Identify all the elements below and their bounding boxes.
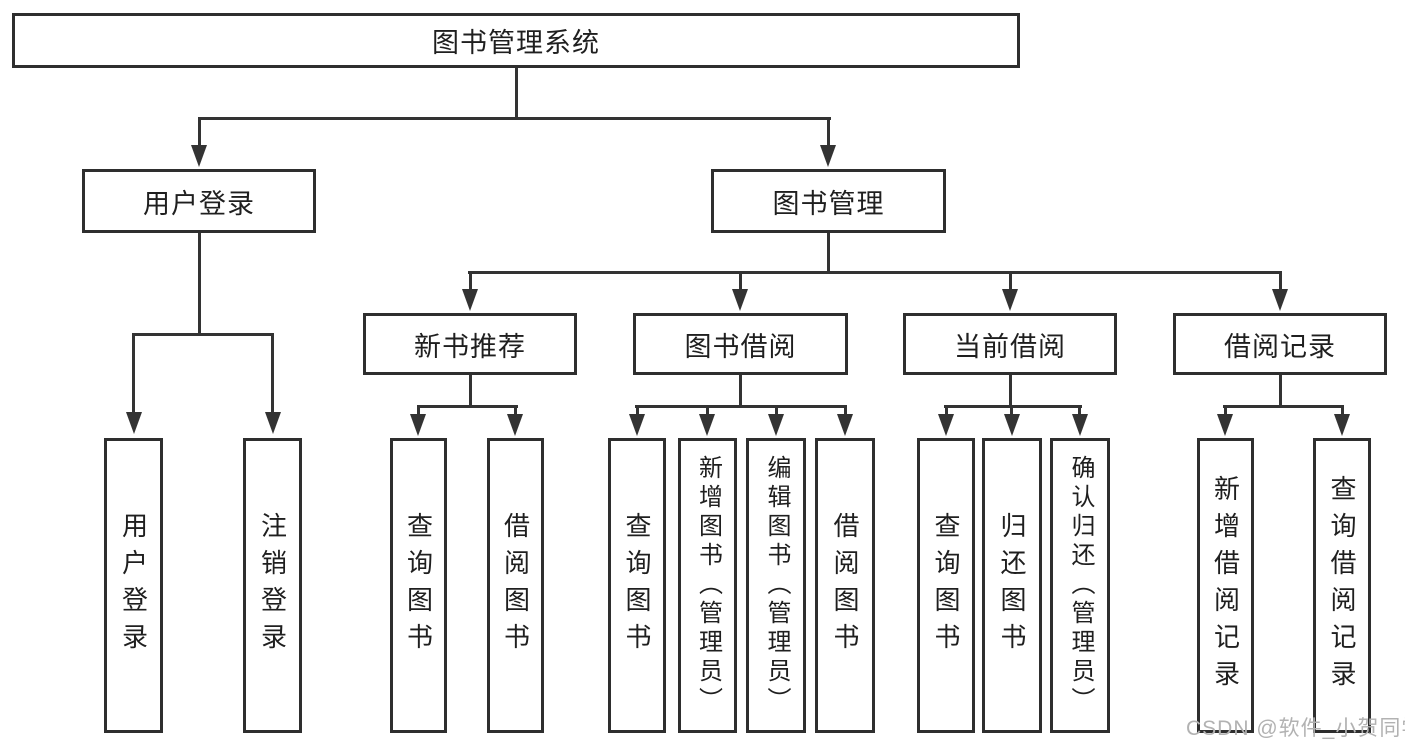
connector-cat1-hline xyxy=(417,405,518,408)
connector-level1-hline xyxy=(198,117,831,120)
node-label: 新增借阅记录 xyxy=(1210,474,1241,697)
connector-user-leaf2-stem xyxy=(271,333,274,414)
connector-cat4-hline xyxy=(1223,405,1344,408)
arrow-down-icon xyxy=(1004,414,1020,436)
node-add-book-admin: 新增图书（管理员） xyxy=(678,438,737,733)
node-label: 查询借阅记录 xyxy=(1327,474,1357,697)
connector-leaf-stem xyxy=(1078,405,1081,416)
connector-leaf-stem xyxy=(945,405,948,416)
connector-user-stem xyxy=(198,233,201,336)
node-return-books: 归还图书 xyxy=(982,438,1042,733)
connector-leaf-stem xyxy=(1010,405,1013,416)
node-label: 新增图书（管理员） xyxy=(694,455,722,716)
node-label: 图书管理 xyxy=(772,188,885,219)
connector-cat1-down-stem xyxy=(469,375,472,408)
arrow-down-icon xyxy=(1272,289,1288,311)
node-query-books-borrow: 查询图书 xyxy=(608,438,666,733)
connector-cat3-down-stem xyxy=(1009,375,1012,408)
connector-cat4-down-stem xyxy=(1279,375,1282,408)
connector-cat3-hline xyxy=(944,405,1082,408)
connector-root-stem xyxy=(515,68,518,119)
connector-leaf-stem xyxy=(1224,405,1227,416)
node-label: 图书借阅 xyxy=(684,331,797,362)
arrow-down-icon xyxy=(820,145,836,167)
connector-cat1-stem xyxy=(469,271,472,291)
arrow-down-icon xyxy=(732,289,748,311)
node-label: 查询图书 xyxy=(931,511,961,660)
node-book-management-branch: 图书管理 xyxy=(711,169,946,233)
connector-leaf-stem xyxy=(514,405,517,416)
connector-cat2-stem xyxy=(739,271,742,291)
connector-leaf-stem xyxy=(417,405,420,416)
node-library-system-root: 图书管理系统 xyxy=(12,13,1020,68)
node-label: 注销登录 xyxy=(257,511,288,660)
connector-user-leaf1-stem xyxy=(132,333,135,414)
arrow-down-icon xyxy=(629,414,645,436)
arrow-down-icon xyxy=(699,414,715,436)
connector-user-hline xyxy=(132,333,274,336)
arrow-down-icon xyxy=(191,145,207,167)
csdn-watermark: CSDN @软件_小贺同学 xyxy=(1186,717,1405,740)
arrow-down-icon xyxy=(462,289,478,311)
node-label: 借阅图书 xyxy=(500,511,531,660)
node-borrow-books-borrow: 借阅图书 xyxy=(815,438,875,733)
node-label: 当前借阅 xyxy=(954,331,1066,362)
node-user-login: 用户登录 xyxy=(104,438,163,733)
node-label: 借阅记录 xyxy=(1224,331,1336,362)
node-logout: 注销登录 xyxy=(243,438,302,733)
arrow-down-icon xyxy=(1002,289,1018,311)
node-label: 查询图书 xyxy=(622,511,652,660)
node-label: 用户登录 xyxy=(143,188,255,219)
connector-cat2-down-stem xyxy=(739,375,742,408)
node-label: 借阅图书 xyxy=(830,511,860,660)
node-borrow-books-recommend: 借阅图书 xyxy=(487,438,544,733)
node-label: 确认归还（管理员） xyxy=(1067,455,1094,716)
arrow-down-icon xyxy=(507,414,523,436)
arrow-down-icon xyxy=(837,414,853,436)
arrow-down-icon xyxy=(126,412,142,434)
node-label: 图书管理系统 xyxy=(432,28,600,58)
connector-leaf-stem xyxy=(636,405,639,416)
node-label: 新书推荐 xyxy=(414,331,526,362)
connector-leaf-stem xyxy=(1341,405,1344,416)
node-query-books-current: 查询图书 xyxy=(917,438,975,733)
connector-mgmt-stem xyxy=(827,233,830,273)
node-query-books-recommend: 查询图书 xyxy=(390,438,447,733)
arrow-down-icon xyxy=(410,414,426,436)
node-label: 编辑图书（管理员） xyxy=(763,455,790,716)
node-current-borrowing: 当前借阅 xyxy=(903,313,1117,375)
connector-user-branch-stem xyxy=(198,117,201,145)
connector-mgmt-branch-stem xyxy=(827,117,830,145)
node-new-book-recommend: 新书推荐 xyxy=(363,313,577,375)
node-edit-book-admin: 编辑图书（管理员） xyxy=(746,438,806,733)
node-query-borrow-record: 查询借阅记录 xyxy=(1313,438,1371,733)
connector-cat2-hline xyxy=(635,405,846,408)
node-book-borrowing: 图书借阅 xyxy=(633,313,848,375)
arrow-down-icon xyxy=(1217,414,1233,436)
arrow-down-icon xyxy=(1072,414,1088,436)
arrow-down-icon xyxy=(265,412,281,434)
node-user-login-branch: 用户登录 xyxy=(82,169,316,233)
node-confirm-return-admin: 确认归还（管理员） xyxy=(1050,438,1110,733)
connector-categories-hline xyxy=(468,271,1282,274)
node-borrowing-records: 借阅记录 xyxy=(1173,313,1387,375)
connector-leaf-stem xyxy=(775,405,778,416)
connector-leaf-stem xyxy=(706,405,709,416)
connector-leaf-stem xyxy=(844,405,847,416)
node-add-borrow-record: 新增借阅记录 xyxy=(1197,438,1254,733)
arrow-down-icon xyxy=(768,414,784,436)
arrow-down-icon xyxy=(1334,414,1350,436)
connector-cat3-stem xyxy=(1009,271,1012,291)
arrow-down-icon xyxy=(938,414,954,436)
node-label: 归还图书 xyxy=(997,511,1027,660)
connector-cat4-stem xyxy=(1279,271,1282,291)
node-label: 用户登录 xyxy=(118,511,149,660)
node-label: 查询图书 xyxy=(403,511,434,660)
